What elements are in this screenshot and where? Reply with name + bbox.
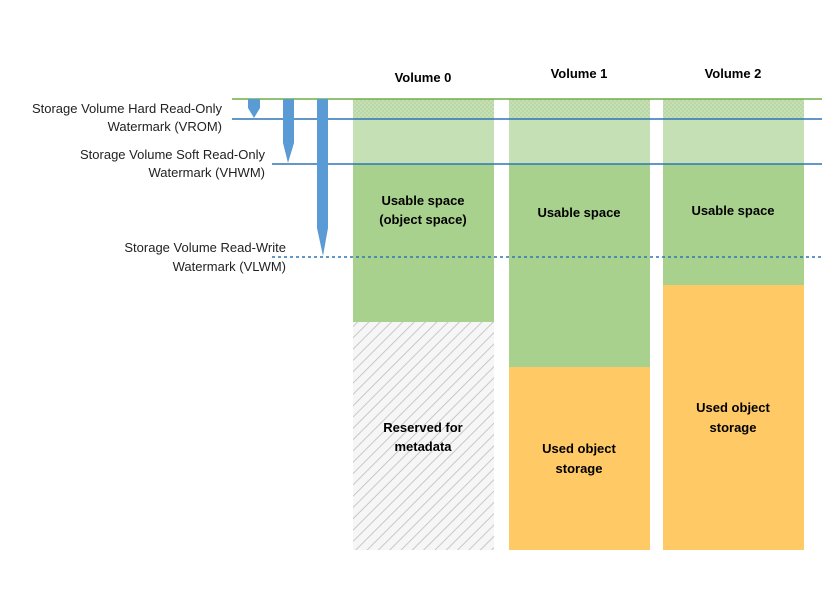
volume-0-usable-space: [353, 164, 494, 322]
vrom-label-1: Storage Volume Hard Read-Only: [32, 101, 223, 116]
volume-0-reserved-label-1: Reserved for: [383, 420, 462, 435]
volume-1-title: Volume 1: [551, 66, 608, 81]
volume-0-title: Volume 0: [395, 70, 452, 85]
volume-2-title: Volume 2: [705, 66, 762, 81]
vlwm-label-2: Watermark (VLWM): [173, 259, 286, 274]
volume-0-column: Volume 0 Usable space (object space) Res…: [353, 70, 494, 550]
vrom-label-2: Watermark (VROM): [108, 119, 222, 134]
volume-1-used-label-1: Used object: [542, 441, 616, 456]
volume-0-above-vrom: [353, 99, 494, 119]
volume-0-reserved-metadata: [353, 322, 494, 550]
volume-2-usable-label: Usable space: [691, 203, 774, 218]
volume-0-reserved-label-2: metadata: [394, 439, 452, 454]
volume-2-used-object-storage: [663, 285, 804, 550]
volume-0-usable-label-2: (object space): [379, 212, 466, 227]
vrom-arrow-icon: [248, 99, 260, 118]
volume-0-usable-label-1: Usable space: [381, 193, 464, 208]
vhwm-arrow-icon: [283, 99, 294, 163]
volume-1-used-label-2: storage: [556, 461, 603, 476]
volume-2-used-label-1: Used object: [696, 400, 770, 415]
volume-1-used-object-storage: [509, 367, 650, 550]
vhwm-label-1: Storage Volume Soft Read-Only: [80, 147, 265, 162]
volume-2-usable-space: [663, 164, 804, 285]
vlwm-arrow-icon: [317, 99, 328, 256]
volume-1-column: Volume 1 Usable space Used object storag…: [509, 66, 650, 550]
volume-2-column: Volume 2 Usable space Used object storag…: [663, 66, 804, 550]
volume-0-vrom-to-vhwm: [353, 119, 494, 164]
vlwm-label-1: Storage Volume Read-Write: [124, 240, 286, 255]
volume-2-used-label-2: storage: [710, 420, 757, 435]
volume-1-usable-space: [509, 164, 650, 367]
volume-1-usable-label: Usable space: [537, 205, 620, 220]
vhwm-label-2: Watermark (VHWM): [148, 165, 265, 180]
volume-2-vrom-to-vhwm: [663, 119, 804, 164]
volume-1-above-vrom: [509, 99, 650, 119]
volume-1-vrom-to-vhwm: [509, 119, 650, 164]
volume-2-above-vrom: [663, 99, 804, 119]
